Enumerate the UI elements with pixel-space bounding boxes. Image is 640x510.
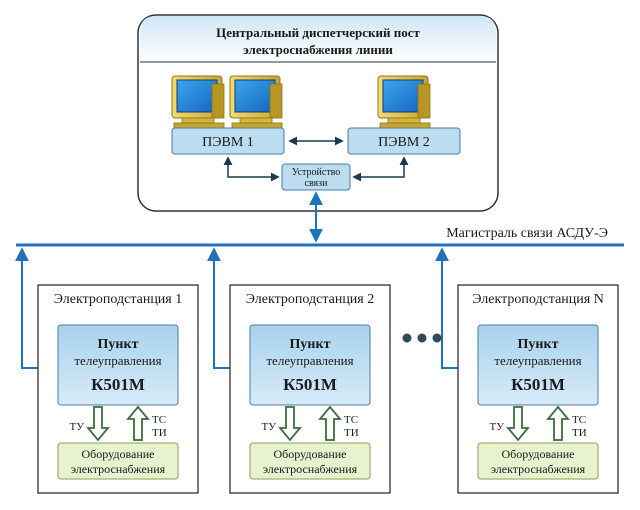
down-arrow bbox=[506, 406, 530, 442]
substation-title: Электроподстанция N bbox=[472, 292, 604, 307]
substation-title: Электроподстанция 1 bbox=[54, 292, 183, 307]
unit-line1: Пункт bbox=[290, 337, 331, 352]
pc2-box: ПЭВМ 2 bbox=[347, 127, 461, 155]
unit-model: К501М bbox=[283, 375, 337, 394]
up-label-2: ТИ bbox=[572, 427, 587, 439]
up-label-1: ТС bbox=[344, 414, 358, 426]
pc2-label: ПЭВМ 2 bbox=[378, 135, 430, 150]
down-arrow bbox=[278, 406, 302, 442]
pc1-device-link bbox=[223, 156, 280, 182]
up-arrow bbox=[318, 405, 342, 441]
equipment-line2: электроснабжения bbox=[491, 462, 586, 476]
substation-panel: Электроподстанция 1 ПункттелеуправленияК5… bbox=[15, 247, 199, 494]
up-label-2: ТИ bbox=[344, 427, 359, 439]
unit-line2: телеуправления bbox=[74, 353, 161, 368]
equipment-line1: Оборудование bbox=[82, 447, 155, 461]
up-label-2: ТИ bbox=[152, 427, 167, 439]
up-label-1: ТС bbox=[572, 414, 586, 426]
telecontrol-unit-box bbox=[57, 324, 179, 406]
substation-panel: Электроподстанция N ПункттелеуправленияК5… bbox=[435, 247, 619, 494]
down-arrow bbox=[86, 406, 110, 442]
equipment-box bbox=[249, 442, 371, 480]
down-label: ТУ bbox=[69, 421, 84, 433]
down-label: ТУ bbox=[489, 421, 504, 433]
more-substations-dots bbox=[402, 333, 442, 343]
unit-line2: телеуправления bbox=[266, 353, 353, 368]
equipment-line2: электроснабжения bbox=[263, 462, 358, 476]
equipment-line1: Оборудование bbox=[502, 447, 575, 461]
pc1-box: ПЭВМ 1 bbox=[171, 127, 285, 155]
up-arrow bbox=[126, 405, 150, 441]
comm-device-box: Устройство связи bbox=[281, 163, 351, 191]
up-arrow bbox=[546, 405, 570, 441]
up-label-1: ТС bbox=[152, 414, 166, 426]
header-title-line1: Центральный диспетчерский пост bbox=[216, 25, 420, 40]
pc1-label: ПЭВМ 1 bbox=[202, 135, 254, 150]
comm-device-line1: Устройство bbox=[292, 167, 341, 178]
substations-group: Электроподстанция 1ПункттелеуправленияК5… bbox=[15, 247, 619, 494]
unit-model: К501М bbox=[511, 375, 565, 394]
unit-line2: телеуправления bbox=[494, 353, 581, 368]
equipment-line1: Оборудование bbox=[274, 447, 347, 461]
unit-model: К501М bbox=[91, 375, 145, 394]
comm-device-line2: связи bbox=[305, 178, 329, 189]
pc2-device-link bbox=[352, 156, 409, 182]
equipment-line2: электроснабжения bbox=[71, 462, 166, 476]
substation-title: Электроподстанция 2 bbox=[246, 292, 375, 307]
telecontrol-unit-box bbox=[249, 324, 371, 406]
header-title-line2: электроснабжения линии bbox=[243, 42, 393, 57]
equipment-box bbox=[477, 442, 599, 480]
down-label: ТУ bbox=[261, 421, 276, 433]
unit-line1: Пункт bbox=[518, 337, 559, 352]
telecontrol-unit-box bbox=[477, 324, 599, 406]
bus-label: Магистраль связи АСДУ-Э bbox=[446, 226, 608, 241]
unit-line1: Пункт bbox=[98, 337, 139, 352]
substation-panel: Электроподстанция 2 ПункттелеуправленияК5… bbox=[207, 247, 391, 494]
equipment-box bbox=[57, 442, 179, 480]
